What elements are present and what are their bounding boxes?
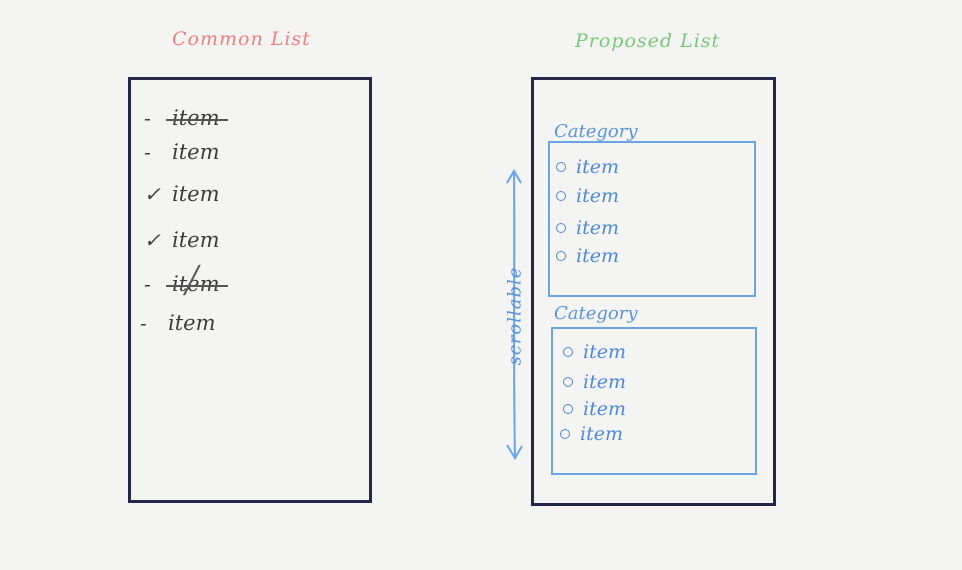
category-2-item: item <box>560 423 623 445</box>
category-2-item: item <box>563 341 626 363</box>
common-list-item-label: item <box>172 228 220 252</box>
category-1-box <box>548 141 756 297</box>
category-item-label: item <box>576 217 619 239</box>
category-item-label: item <box>583 341 626 363</box>
bullet-icon <box>556 251 566 261</box>
common-list-frame <box>128 77 372 503</box>
bullet-icon <box>563 377 573 387</box>
dash-marker: - <box>144 272 151 296</box>
common-list-item-label: item <box>172 182 220 206</box>
common-list-item-label: item <box>166 106 227 130</box>
category-2-label: Category <box>554 303 638 324</box>
bullet-icon <box>556 223 566 233</box>
category-1-item: item <box>556 217 619 239</box>
common-list-item-4: ✓ item <box>144 228 220 252</box>
category-item-label: item <box>576 185 619 207</box>
common-list-item-1: - item <box>144 106 227 130</box>
scrollable-label: scrollable <box>504 266 526 366</box>
bullet-icon <box>563 404 573 414</box>
bullet-icon <box>560 429 570 439</box>
category-2-item: item <box>563 371 626 393</box>
bullet-icon <box>563 347 573 357</box>
category-item-label: item <box>576 245 619 267</box>
category-item-label: item <box>583 398 626 420</box>
common-list-item-6: - item <box>140 311 216 335</box>
cross-out-icon: ╱ <box>184 266 200 296</box>
scroll-arrow-icon <box>506 169 523 460</box>
dash-marker: - <box>144 106 151 130</box>
dash-marker: - <box>140 311 147 335</box>
category-2-box <box>551 327 757 475</box>
common-list-item-5: - item ╱ <box>144 266 227 296</box>
category-1-item: item <box>556 245 619 267</box>
proposed-list-title: Proposed List <box>575 30 721 52</box>
bullet-icon <box>556 162 566 172</box>
category-item-label: item <box>580 423 623 445</box>
common-list-item-label: item <box>168 311 216 335</box>
category-2-item: item <box>563 398 626 420</box>
category-item-label: item <box>583 371 626 393</box>
common-list-item-2: - item <box>144 140 220 164</box>
proposed-list-frame <box>531 77 776 506</box>
common-list-item-label: item <box>166 272 227 296</box>
common-list-item-label: item <box>172 140 220 164</box>
common-list-item-3: ✓ item <box>144 182 220 206</box>
dash-marker: - <box>144 140 151 164</box>
check-icon: ✓ <box>144 182 161 206</box>
bullet-icon <box>556 191 566 201</box>
check-icon: ✓ <box>144 228 161 252</box>
common-list-title: Common List <box>172 28 311 50</box>
category-1-item: item <box>556 185 619 207</box>
category-item-label: item <box>576 156 619 178</box>
category-1-item: item <box>556 156 619 178</box>
category-1-label: Category <box>554 121 638 142</box>
